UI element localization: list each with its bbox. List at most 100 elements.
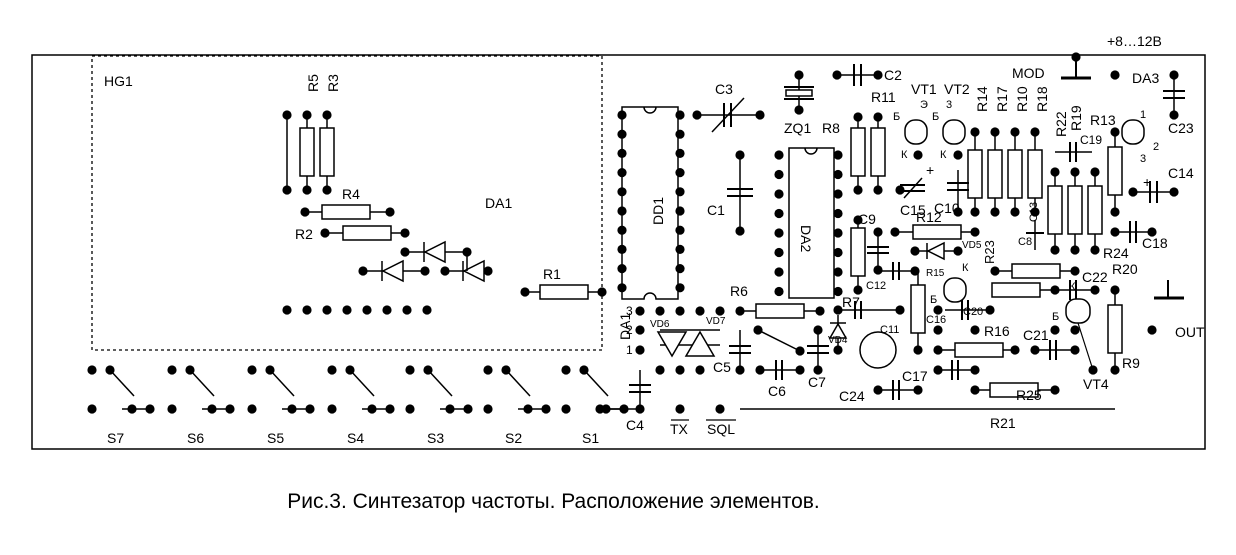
capacitor-c19 <box>1055 142 1092 162</box>
capacitor-c24 <box>878 380 918 400</box>
solder-pad <box>597 287 607 297</box>
solder-pad <box>1110 285 1120 295</box>
solder-pad <box>675 225 685 235</box>
solder-pad <box>400 228 410 238</box>
label-c22: C22 <box>1082 269 1108 285</box>
solder-pad <box>794 105 804 115</box>
solder-pad <box>322 110 332 120</box>
solder-pad <box>561 404 571 414</box>
solder-pad <box>320 228 330 238</box>
label-da1: DA1 <box>485 195 512 211</box>
solder-pad <box>1071 52 1081 62</box>
solder-pad <box>167 365 177 375</box>
solder-pad <box>1090 285 1100 295</box>
diode-vd2 <box>405 240 467 264</box>
label-r5: R5 <box>305 74 321 92</box>
solder-pad <box>675 187 685 197</box>
solder-pad <box>774 247 784 258</box>
label-zq1: ZQ1 <box>784 120 811 136</box>
label-out: OUT <box>1175 324 1205 340</box>
solder-pad <box>970 227 980 237</box>
switch-lever <box>109 369 135 397</box>
label-c23: C23 <box>1168 120 1194 136</box>
solder-pad <box>873 112 883 122</box>
label-vd4: VD4 <box>828 335 848 346</box>
solder-pad <box>400 247 410 257</box>
solder-pad <box>953 150 963 160</box>
resistor-r8 <box>850 117 866 190</box>
solder-pad <box>617 187 627 197</box>
label-c21: C21 <box>1023 327 1049 343</box>
solder-pad <box>833 345 843 355</box>
switch-lever <box>505 369 531 397</box>
label-s2: S2 <box>505 430 522 446</box>
solder-pad <box>1110 227 1120 237</box>
solder-pad <box>302 110 312 120</box>
solder-pad <box>402 305 412 315</box>
solder-pad <box>675 168 685 178</box>
label-r8: R8 <box>822 120 840 136</box>
solder-pad <box>1110 365 1120 375</box>
diode-vd6-vd7 <box>656 329 720 358</box>
solder-pad <box>617 206 627 216</box>
capacitor-c14 <box>1133 181 1174 203</box>
solder-pad <box>970 385 980 395</box>
solder-pad <box>405 365 415 375</box>
label-r20: R20 <box>1112 261 1138 277</box>
solder-pad <box>362 305 372 315</box>
solder-pad <box>1050 285 1060 295</box>
label-r25: R25 <box>1016 387 1042 403</box>
solder-pad <box>933 345 943 355</box>
solder-pad <box>833 267 843 277</box>
label-r9: R9 <box>1122 355 1140 371</box>
label-c2: C2 <box>884 67 902 83</box>
capacitor-c21 <box>1035 340 1075 360</box>
solder-pad <box>1169 110 1179 120</box>
resistor-r6 <box>740 303 820 319</box>
solder-pad <box>755 110 765 120</box>
solder-pad <box>833 169 843 180</box>
pin-k-vt4: К <box>1069 281 1076 293</box>
label-r4: R4 <box>342 186 360 202</box>
solder-pad <box>895 305 905 315</box>
label-vd5: VD5 <box>962 240 982 251</box>
solder-pad <box>1050 325 1060 335</box>
solder-pad <box>774 150 784 160</box>
solder-pad <box>970 127 980 137</box>
solder-pad <box>1010 345 1020 355</box>
label-r12: R12 <box>916 209 942 225</box>
label-s7: S7 <box>107 430 124 446</box>
solder-pad <box>873 265 883 275</box>
solder-pad <box>833 228 843 238</box>
label-r14: R14 <box>974 86 990 112</box>
label-power: +8…12В <box>1107 33 1162 49</box>
label-vt4: VT4 <box>1083 376 1109 392</box>
solder-pad <box>1050 167 1060 177</box>
solder-pad <box>795 365 805 375</box>
solder-pad <box>617 264 627 274</box>
label-r2: R2 <box>295 226 313 242</box>
solder-pad <box>617 244 627 254</box>
solder-pad <box>300 207 310 217</box>
solder-pad <box>1070 245 1080 255</box>
solder-pad <box>322 305 332 315</box>
solder-pad <box>617 283 627 293</box>
pin-1: 1 <box>626 343 633 357</box>
solder-pad <box>692 110 702 120</box>
pin-k-vt2: К <box>940 149 947 161</box>
solder-pad <box>1070 345 1080 355</box>
solder-pad <box>385 207 395 217</box>
label-r21: R21 <box>990 415 1016 431</box>
capacitor-c4 <box>629 370 651 410</box>
solder-pad <box>695 306 705 316</box>
label-c5: C5 <box>713 359 731 375</box>
capacitor-c1 <box>727 155 753 231</box>
label-c7: C7 <box>808 374 826 390</box>
solder-pad <box>933 325 943 335</box>
solder-pad <box>617 148 627 158</box>
solder-pad <box>933 305 943 315</box>
solder-pad <box>735 306 745 316</box>
solder-pad <box>990 207 1000 217</box>
solder-pad <box>735 150 745 160</box>
